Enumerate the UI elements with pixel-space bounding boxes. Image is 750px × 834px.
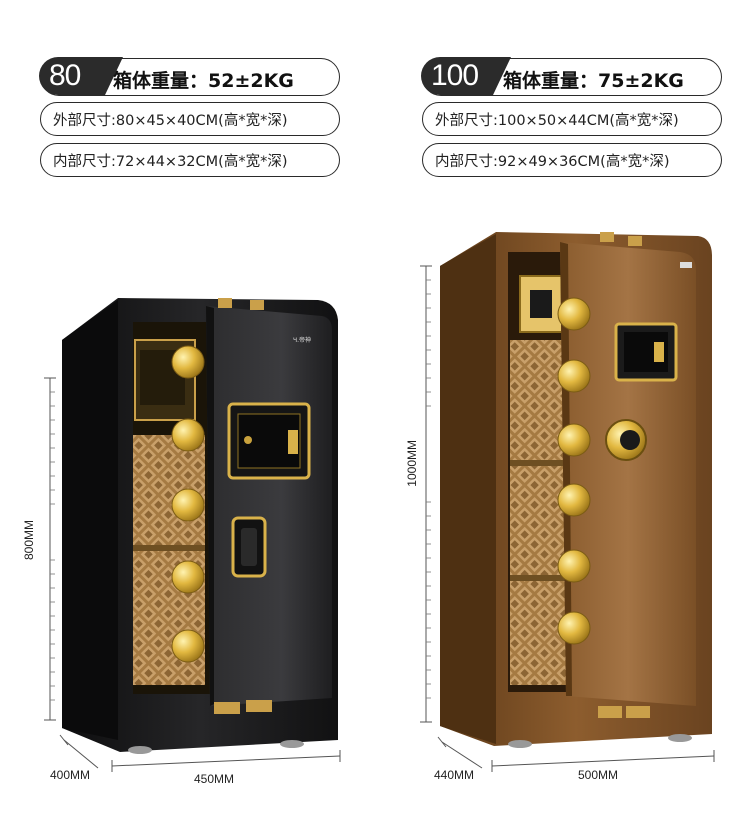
bronze-safe-100 — [440, 232, 712, 748]
right-depth-label: 440MM — [434, 768, 475, 782]
left-weight-label: 箱体重量：52±2KG — [113, 70, 294, 92]
left-bottom-rulers — [59, 734, 341, 772]
left-depth-label: 400MM — [50, 768, 91, 782]
left-height-label: 800MM — [22, 520, 36, 561]
right-height-label: 1000MM — [405, 440, 419, 487]
right-inner-size-pill: 内部尺寸:92×49×36CM(高*宽*深) — [422, 143, 722, 177]
right-bottom-rulers — [437, 736, 715, 772]
left-inner-size-pill: 内部尺寸:72×44×32CM(高*宽*深) — [40, 143, 340, 177]
panel-logo: Ч.帝神 — [293, 336, 311, 344]
left-model-number: 80 — [49, 59, 81, 92]
left-title-pill: 80 箱体重量：52±2KG — [39, 57, 340, 96]
right-weight-label: 箱体重量：75±2KG — [503, 70, 684, 92]
right-width-label: 500MM — [578, 768, 619, 782]
right-title-pill: 100 箱体重量：75±2KG — [421, 57, 722, 96]
left-width-label: 450MM — [194, 772, 235, 786]
right-outer-size: 外部尺寸:100×50×44CM(高*宽*深) — [435, 112, 679, 129]
black-safe-80: Ч.帝神 — [62, 298, 338, 754]
left-inner-size: 内部尺寸:72×44×32CM(高*宽*深) — [53, 153, 288, 170]
left-model-badge: 80 — [39, 57, 123, 95]
right-model-number: 100 — [431, 59, 479, 92]
left-outer-size-pill: 外部尺寸:80×45×40CM(高*宽*深) — [40, 102, 340, 136]
left-height-ruler — [44, 377, 56, 721]
right-inner-size: 内部尺寸:92×49×36CM(高*宽*深) — [435, 153, 670, 170]
left-outer-size: 外部尺寸:80×45×40CM(高*宽*深) — [53, 112, 288, 129]
right-outer-size-pill: 外部尺寸:100×50×44CM(高*宽*深) — [422, 102, 722, 136]
right-height-ruler — [420, 265, 432, 723]
right-model-badge: 100 — [421, 57, 511, 95]
